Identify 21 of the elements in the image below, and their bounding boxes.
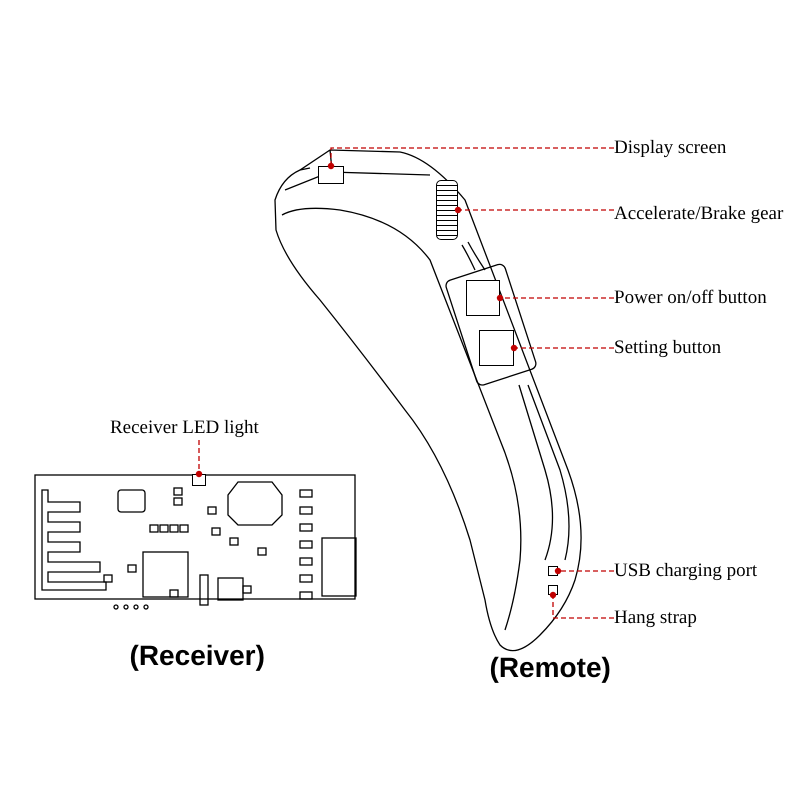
caption: (Remote) [490, 652, 611, 684]
led-component [192, 474, 206, 486]
part-label: USB charging port [614, 559, 758, 583]
leader-line [496, 294, 614, 302]
thumb-wheel [436, 180, 458, 240]
part-label: Receiver LED light [110, 416, 259, 440]
leader-line [550, 592, 614, 619]
leader-line [328, 147, 614, 170]
part-label: Power on/off button [614, 286, 767, 310]
leader-line [454, 206, 614, 214]
caption: (Receiver) [130, 640, 265, 672]
part-label: Display screen [614, 136, 726, 160]
power-button [466, 280, 500, 316]
screen-panel [318, 166, 344, 184]
leader-line [510, 344, 614, 352]
part-label: Accelerate/Brake gear [614, 198, 789, 230]
square-button [479, 330, 514, 366]
part-label: Setting button [614, 336, 722, 360]
part-label: Hang strap [614, 606, 697, 630]
leader-line [554, 568, 614, 574]
leader-line [196, 440, 202, 478]
